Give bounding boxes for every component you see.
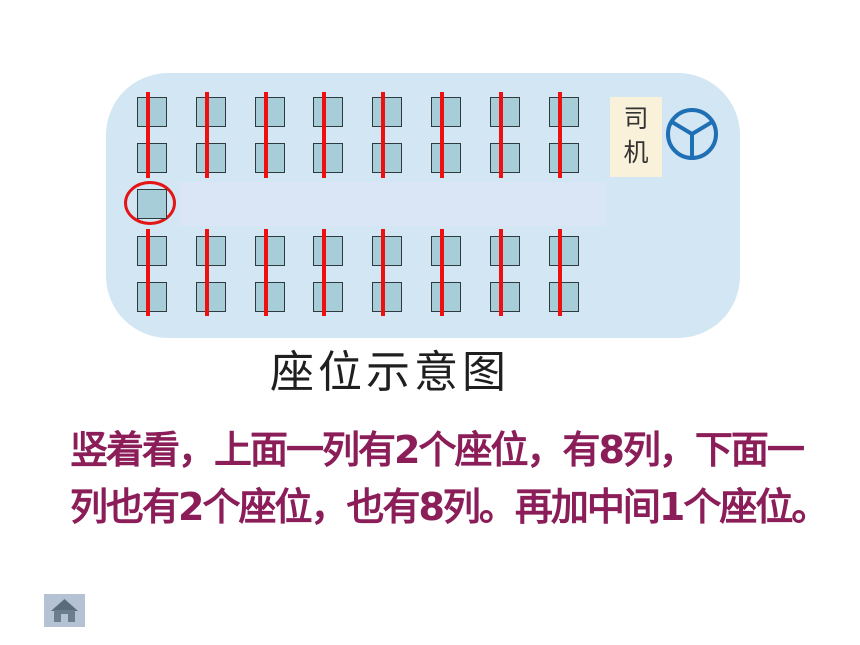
seat-upper	[431, 143, 461, 173]
seat-lower	[313, 282, 343, 312]
seat-lower	[372, 282, 402, 312]
column-line-lower	[205, 229, 209, 316]
seat-lower	[372, 236, 402, 266]
explanation-text: 竖着看，上面一列有2个座位，有8列，下面一列也有2个座位，也有8列。再加中间1个…	[70, 428, 829, 529]
column-line-upper	[499, 92, 503, 178]
column-line-upper	[205, 92, 209, 178]
column-line-upper	[146, 92, 150, 178]
seat-lower	[255, 236, 285, 266]
seat-upper	[196, 97, 226, 127]
seat-upper	[490, 97, 520, 127]
steering-wheel-icon	[666, 108, 718, 160]
seat-upper	[313, 97, 343, 127]
seat-upper	[255, 143, 285, 173]
seat-lower	[549, 236, 579, 266]
seat-lower	[196, 236, 226, 266]
seat-upper	[137, 97, 167, 127]
seat-upper	[431, 97, 461, 127]
seat-lower	[549, 282, 579, 312]
column-line-lower	[558, 229, 562, 316]
column-line-lower	[264, 229, 268, 316]
driver-label: 司 机	[610, 97, 662, 177]
seat-upper	[255, 97, 285, 127]
bus-aisle	[180, 182, 606, 226]
seat-lower	[313, 236, 343, 266]
seat-lower	[196, 282, 226, 312]
seat-lower	[137, 282, 167, 312]
seat-lower	[137, 236, 167, 266]
seat-upper	[372, 97, 402, 127]
seat-lower	[490, 236, 520, 266]
seat-lower	[431, 282, 461, 312]
home-button[interactable]	[44, 594, 85, 627]
column-line-lower	[440, 229, 444, 316]
seat-upper	[372, 143, 402, 173]
column-line-lower	[499, 229, 503, 316]
seat-lower	[431, 236, 461, 266]
diagram-caption: 座位示意图	[270, 347, 510, 398]
seat-upper	[549, 143, 579, 173]
column-line-upper	[440, 92, 444, 178]
seat-upper	[196, 143, 226, 173]
column-line-lower	[381, 229, 385, 316]
column-line-upper	[381, 92, 385, 178]
column-line-upper	[264, 92, 268, 178]
extra-seat-highlight-circle	[124, 181, 176, 225]
seat-upper	[313, 143, 343, 173]
seat-aisle-extra	[137, 189, 167, 219]
column-line-upper	[558, 92, 562, 178]
seat-lower	[255, 282, 285, 312]
seat-upper	[137, 143, 167, 173]
column-line-lower	[146, 229, 150, 316]
seat-lower	[490, 282, 520, 312]
driver-label-text: 司 机	[623, 104, 649, 167]
seat-upper	[549, 97, 579, 127]
seat-upper	[490, 143, 520, 173]
column-line-upper	[322, 92, 326, 178]
column-line-lower	[322, 229, 326, 316]
home-icon	[51, 599, 78, 622]
